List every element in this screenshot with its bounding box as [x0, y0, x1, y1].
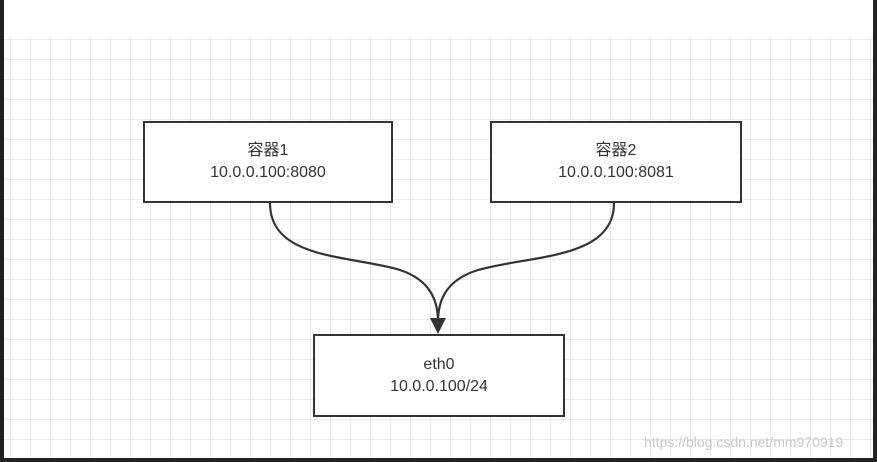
- container2-node[interactable]: 容器2 10.0.0.100:8081: [490, 121, 742, 203]
- watermark-text: https://blog.csdn.net/mm970919: [644, 434, 844, 450]
- eth0-title: eth0: [423, 355, 455, 373]
- eth0-address: 10.0.0.100/24: [390, 377, 488, 395]
- window-border-left: [0, 0, 4, 462]
- window-border-bottom: [0, 458, 877, 462]
- container2-title: 容器2: [595, 142, 637, 159]
- container2-address: 10.0.0.100:8081: [558, 164, 674, 181]
- eth0-node[interactable]: eth0 10.0.0.100/24: [313, 334, 565, 417]
- window-border-right: [873, 0, 877, 462]
- container1-title: 容器1: [247, 142, 289, 159]
- container1-address: 10.0.0.100:8080: [210, 164, 326, 181]
- container1-node[interactable]: 容器1 10.0.0.100:8080: [143, 121, 393, 203]
